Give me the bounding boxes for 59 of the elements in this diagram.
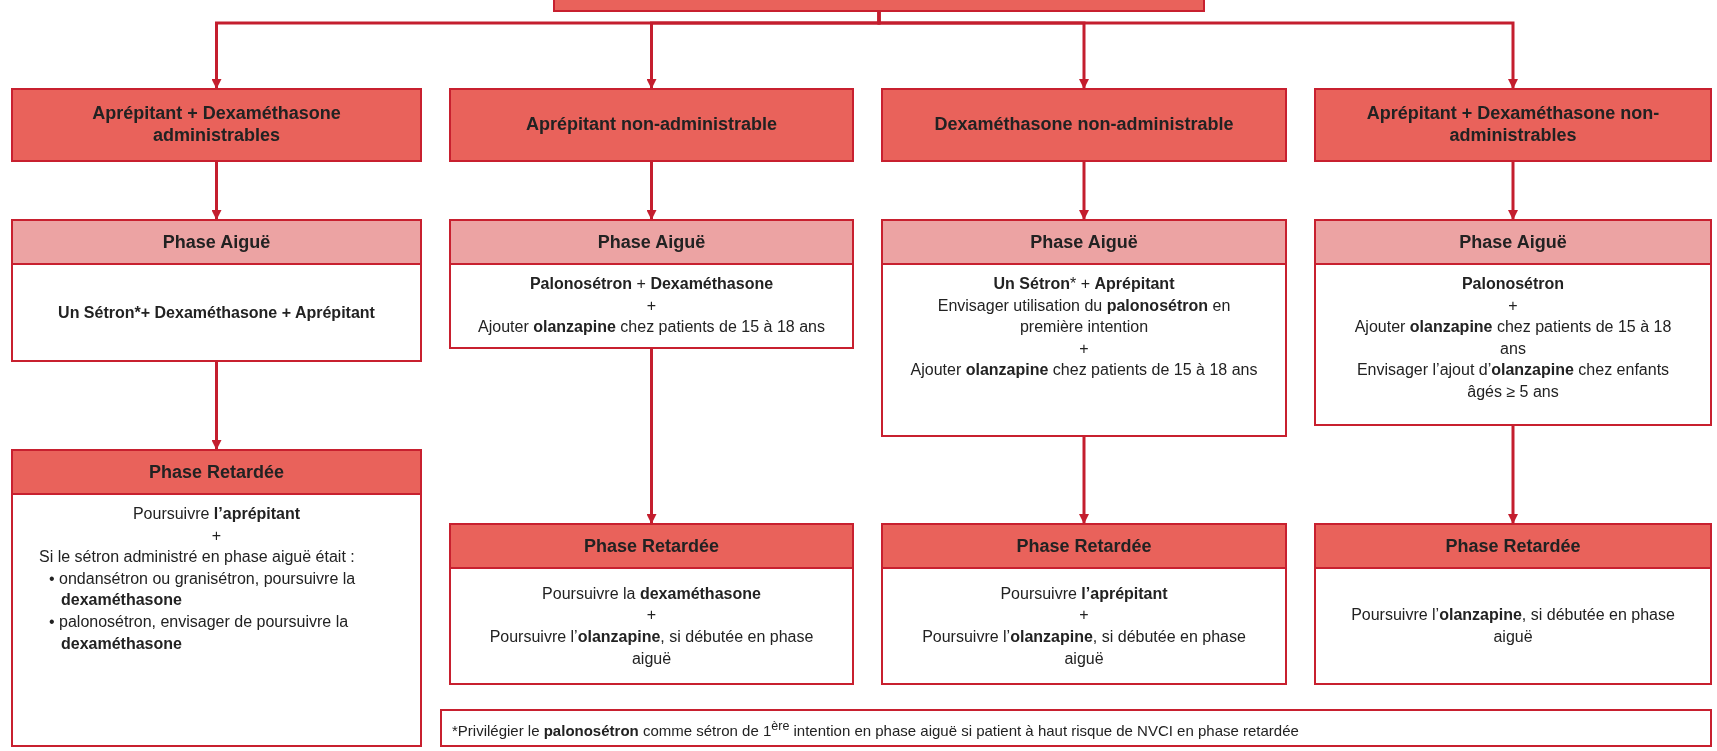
arrow [1508,426,1518,524]
phase-box [449,523,854,685]
phase-box [11,449,422,747]
arrow [646,162,657,220]
body-text: Poursuivre l’aprépitant [131,504,302,524]
phase-title: Phase Retardée [13,451,420,495]
plus-sign: + [210,525,223,546]
condition-box [449,88,854,162]
body-text: Palonosétron [1460,274,1566,294]
condition-label: Dexaméthasone non-administrable [934,114,1234,136]
body-text: Poursuivre l’aprépitant [999,583,1169,604]
plus-sign: + [1078,338,1090,359]
footnote-box [440,709,1712,747]
phase-title: Phase Retardée [883,525,1285,569]
body-text: Poursuivre l’olanzapine, si débutée en phase aiguë [921,627,1247,669]
footnote-text: *Privilégier le palonosétron comme sétron de 1$^{ère}$ intention en phase aiguë si patient à haut risque de NVCI en phase retardée [452,722,1299,739]
list-item: • palonosétron, envisager de poursuivre la dexaméthasone [48,611,350,654]
phase-box [449,219,854,349]
condition-box [11,88,422,162]
phase-title: Phase Aiguë [883,221,1285,265]
phase-box [1314,219,1712,426]
condition-label: Aprépitant + Dexaméthasone administrables [91,103,342,147]
body-text: Un Sétron*+ Dexaméthasone + Aprépitant [57,302,376,323]
list-item: • ondansétron ou granisétron, poursuivre la dexaméthasone [48,568,357,611]
body-text: Un Sétron* + Aprépitant [992,274,1176,294]
body-text: Ajouter olanzapine chez patients de 15 à 18 ans [477,317,826,338]
body-text: Envisager utilisation du palonosétron en première intention [936,295,1232,338]
plus-sign: + [1078,605,1090,626]
phase-title: Phase Aiguë [13,221,420,265]
phase-title: Phase Aiguë [1316,221,1710,265]
body-text: Ajouter olanzapine chez patients de 15 à 18 ans [909,360,1259,381]
body-text: Poursuivre la dexaméthasone [541,583,762,604]
phase-title: Phase Retardée [451,525,852,569]
phase-box [881,219,1287,437]
arrow [1508,162,1518,220]
condition-box [1314,88,1712,162]
phase-box [881,523,1287,685]
phase-title: Phase Aiguë [451,221,852,265]
arrow [211,162,222,220]
phase-box [11,219,422,362]
arrow [1079,437,1089,524]
arrow [1079,162,1089,220]
condition-box [881,88,1287,162]
phase-title: Phase Retardée [1316,525,1710,569]
plus-sign: + [645,295,658,316]
body-text: Si le sétron administré en phase aiguë était : [39,547,356,568]
condition-label: Aprépitant + Dexaméthasone non-administrables [1365,103,1661,147]
condition-label: Aprépitant non-administrable [526,114,777,136]
arrow [646,349,657,524]
arrow [211,362,222,450]
plus-sign: + [1507,295,1519,316]
body-text: Poursuivre l’olanzapine, si débutée en phase aiguë [488,627,815,669]
arrow [877,12,1518,89]
body-text: Envisager l’ajout d’olanzapine chez enfants âgés ≥ 5 ans [1355,360,1671,402]
phase-box [1314,523,1712,685]
body-text: Palonosétron + Dexaméthasone [528,274,775,294]
process-box [553,0,1205,12]
body-text: Poursuivre l’olanzapine, si débutée en phase aiguë [1350,605,1676,647]
plus-sign: + [645,605,658,626]
